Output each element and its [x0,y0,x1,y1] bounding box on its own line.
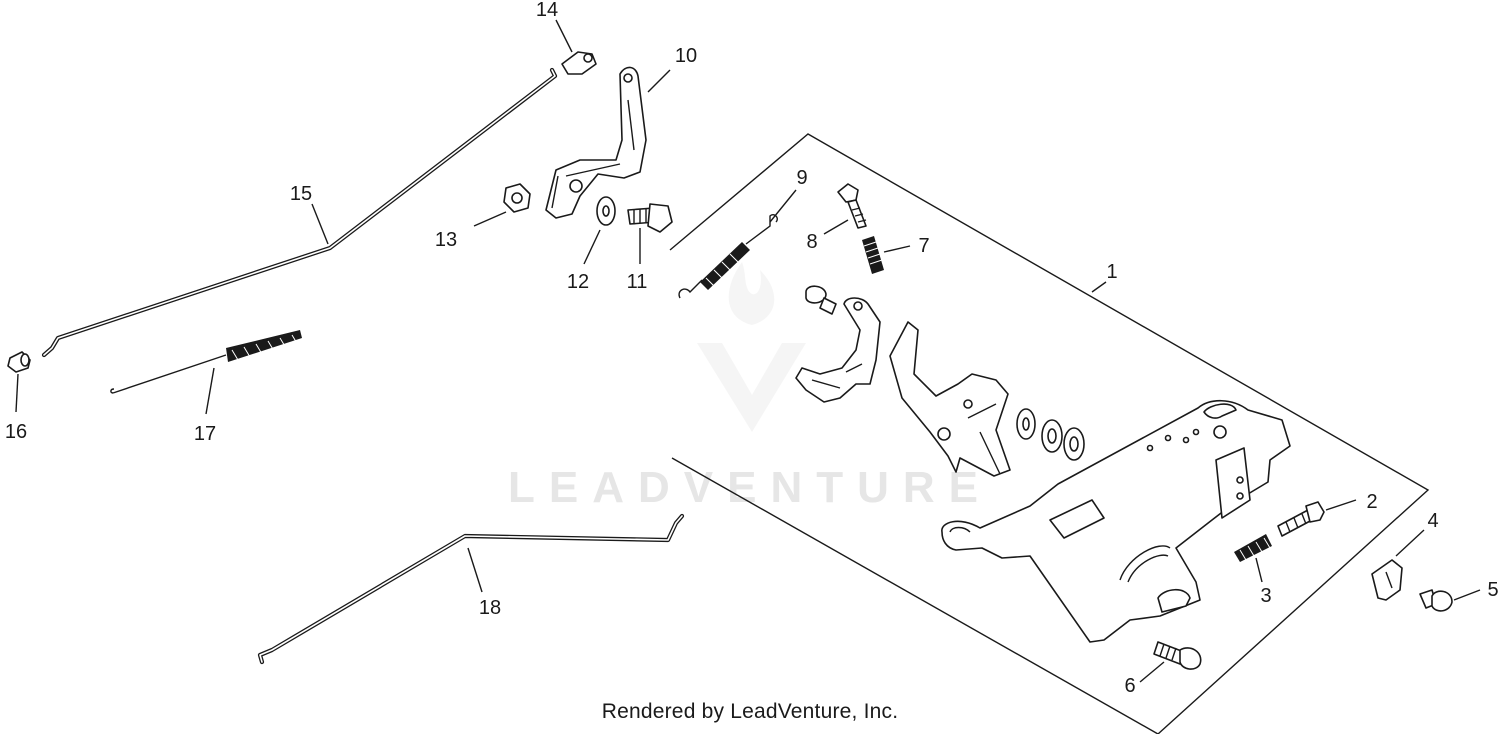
assembly-outline [669,133,1430,735]
watermark-logo-icon [697,262,806,432]
rod-part-15 [41,67,558,358]
bracket-part-10 [545,66,647,219]
callout-14: 14 [536,0,558,21]
nut-part-13 [503,183,531,213]
spring-rod-part-17 [110,330,302,394]
governor-bracket [795,297,881,403]
bushing-part-16 [7,351,31,373]
clip-part-14 [561,51,597,75]
callout-11: 11 [627,271,648,293]
spring-part-3 [1234,534,1272,562]
spring-part-9 [678,213,779,299]
callout-7: 7 [918,235,929,257]
rod-part-18 [257,513,685,665]
watermark: LEADVENTURE [508,262,992,512]
callout-4: 4 [1427,510,1438,532]
clip-part-4 [1371,559,1403,601]
callout-5: 5 [1487,579,1498,601]
washer-stack [1016,408,1085,461]
callout-3: 3 [1260,585,1271,607]
pivot-screw [805,285,837,315]
callout-9: 9 [796,167,807,189]
screw-part-6 [1153,641,1202,670]
control-lever [889,321,1011,477]
leader-lines [15,19,1481,683]
callout-6: 6 [1124,675,1135,697]
watermark-text: LEADVENTURE [508,463,992,512]
callout-8: 8 [806,231,817,253]
spring-part-7 [862,236,884,274]
callout-2: 2 [1366,491,1377,513]
callout-18: 18 [479,597,501,619]
callout-12: 12 [567,271,589,293]
washer-part-12 [596,196,616,226]
callout-13: 13 [435,229,457,251]
screw-part-5 [1419,589,1453,612]
bolt-part-2 [1277,501,1325,537]
render-credit: Rendered by LeadVenture, Inc. [601,700,899,723]
callout-1: 1 [1106,261,1117,283]
callout-17: 17 [194,423,216,445]
callout-labels: 1 2 3 4 5 6 7 8 9 10 11 12 13 14 15 16 1… [5,0,1499,697]
bolt-part-11 [627,203,673,233]
callout-10: 10 [675,45,697,67]
callout-15: 15 [290,183,312,205]
assembly-outline-lower [671,457,1159,735]
callout-16: 16 [5,421,27,443]
bolt-part-8 [837,183,867,229]
control-plate-part-1 [941,399,1291,643]
